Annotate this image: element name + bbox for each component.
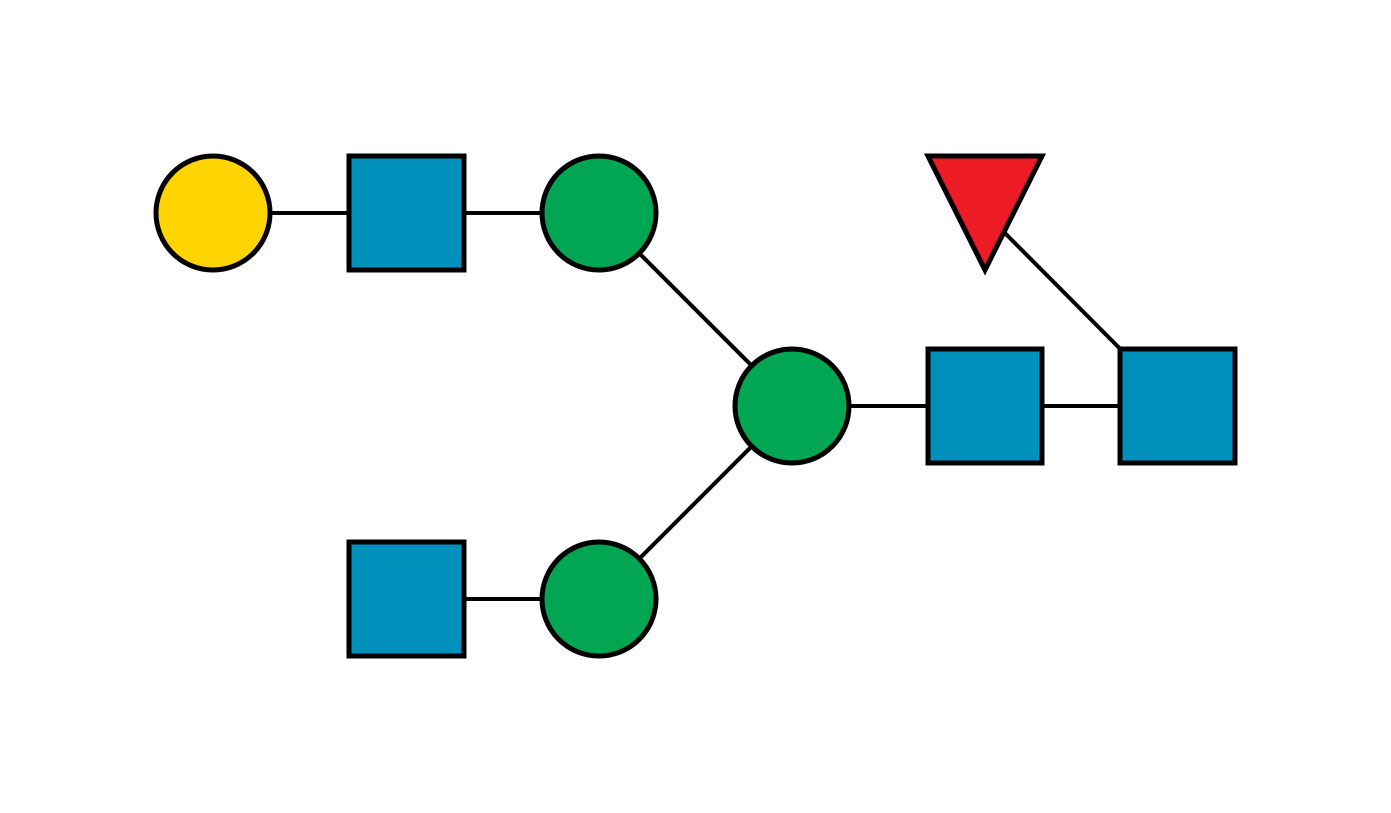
galactose-circle-icon (153, 153, 273, 273)
mannose-circle-icon (539, 153, 659, 273)
glcnac-reducing-end-square-icon (1117, 346, 1238, 466)
glcnac-square-icon (346, 153, 467, 273)
mannose-core-circle-icon (732, 346, 852, 466)
residues (153, 153, 1238, 659)
mannose-circle-icon (539, 539, 659, 659)
fucose-triangle-icon (923, 153, 1047, 276)
glcnac-square-icon (346, 539, 467, 659)
glcnac-square-icon (925, 346, 1045, 466)
